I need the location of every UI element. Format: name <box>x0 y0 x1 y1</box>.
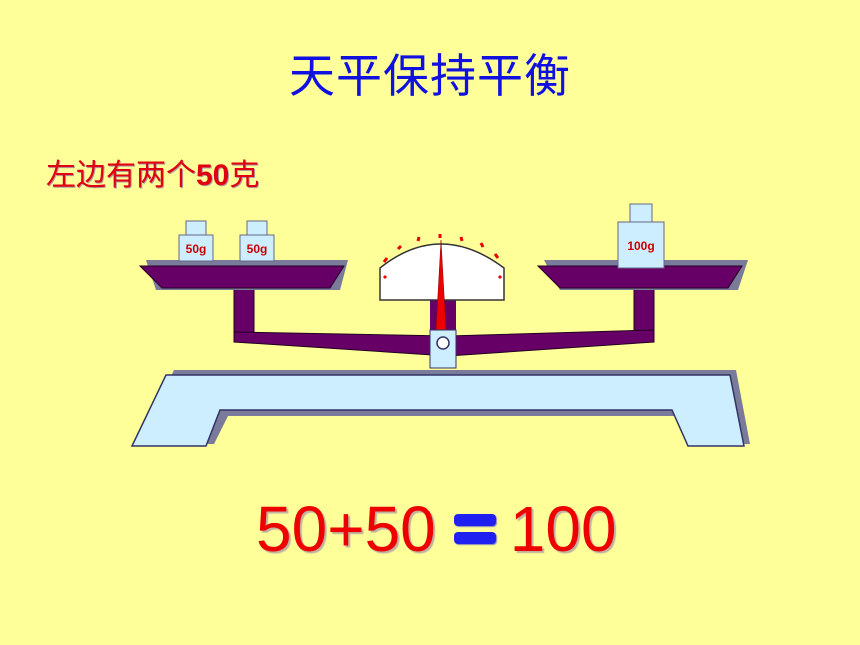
scale-base <box>130 374 745 447</box>
equals-sign <box>453 512 496 546</box>
weight-left-2: 50g <box>239 220 275 262</box>
left-pan <box>138 265 345 289</box>
weight-left-1: 50g <box>178 220 214 262</box>
dial-ticks <box>382 234 503 280</box>
weight-left-2-label: 50g <box>247 242 268 256</box>
pivot-pin <box>436 336 450 350</box>
subtitle-number: 50 <box>196 159 230 192</box>
equation-left: 50+50 <box>256 493 436 565</box>
weight-left-1-label: 50g <box>186 242 207 256</box>
weight-right-label: 100g <box>627 239 654 253</box>
right-pan <box>536 265 743 289</box>
subtitle-prefix: 左边有两个 <box>46 158 196 193</box>
equation: 50+50 100 <box>256 492 617 566</box>
page-title: 天平保持平衡 <box>289 49 571 103</box>
subtitle-suffix: 克 <box>229 158 260 193</box>
weight-right: 100g <box>617 203 665 269</box>
equation-right: 100 <box>509 493 617 565</box>
subtitle: 左边有两个50克 <box>46 150 259 194</box>
